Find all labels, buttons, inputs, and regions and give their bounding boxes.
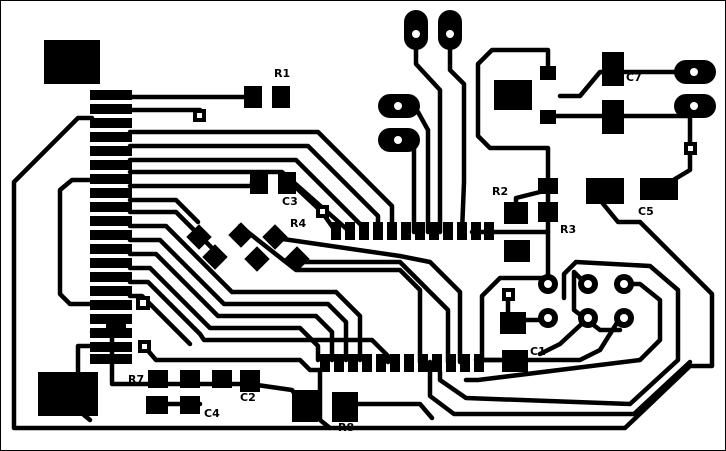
label-r4: R4 [290, 217, 307, 230]
ic-lower-pads [320, 354, 484, 372]
mounting-pad-bottom-left [38, 372, 98, 416]
label-c5: C5 [638, 205, 654, 218]
label-r2: R2 [492, 185, 509, 198]
label-c2: C2 [240, 391, 256, 404]
label-c7: C7 [626, 71, 642, 84]
label-c4: C4 [204, 407, 220, 420]
label-r7: R7 [128, 373, 145, 386]
ic-upper-pads [331, 222, 494, 240]
label-r8: R8 [338, 421, 355, 434]
label-r3: R3 [560, 223, 577, 236]
mounting-pad-top-left [44, 40, 100, 84]
vias [136, 109, 697, 353]
label-r1: R1 [274, 67, 291, 80]
label-c1: C1 [530, 345, 546, 358]
oval-pads [378, 10, 716, 152]
label-c3: C3 [282, 195, 298, 208]
round-pads [538, 274, 634, 328]
